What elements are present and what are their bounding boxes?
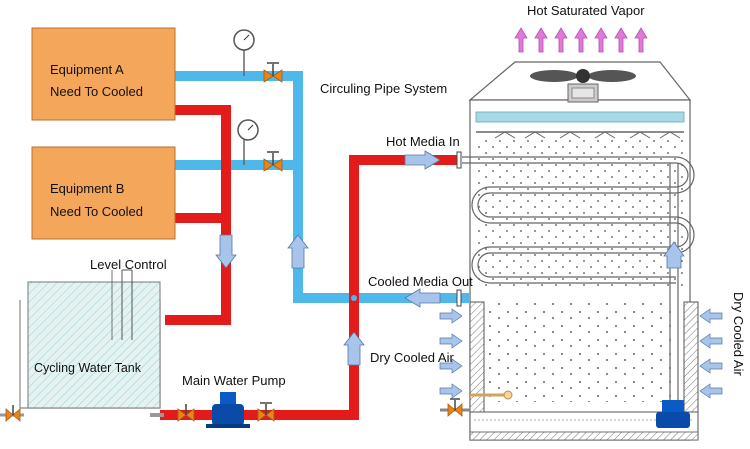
- pressure-gauge-icon: [233, 29, 259, 165]
- spray-nozzles: [476, 131, 684, 139]
- circuling-pipe-label: Circuling Pipe System: [320, 81, 448, 96]
- hot-media-in-label: Hot Media In: [386, 134, 460, 149]
- pipe-flow-arrows: [215, 150, 441, 366]
- basin-valve-icon: [440, 398, 470, 417]
- equipment-b-subtitle: Need To Cooled: [50, 204, 143, 219]
- fan-icon: [530, 69, 636, 103]
- dry-cooled-air-left-label: Dry Cooled Air: [370, 350, 454, 365]
- equipment-a-box: [31, 27, 176, 121]
- equipment-a-subtitle: Need To Cooled: [50, 84, 143, 99]
- equipment-a-title: Equipment A: [50, 62, 124, 77]
- equipment-b-title: Equipment B: [50, 181, 125, 196]
- main-pump-icon: [177, 392, 275, 428]
- water-tank-label: Cycling Water Tank: [34, 361, 141, 375]
- riser-flow-arrow: [663, 241, 685, 269]
- fill-zone: [486, 302, 676, 402]
- drift-eliminator: [475, 111, 685, 123]
- air-inlet-arrows-right: [699, 308, 723, 399]
- cooled-media-out-label: Cooled Media Out: [368, 274, 473, 289]
- hot-vapor-label: Hot Saturated Vapor: [527, 3, 645, 18]
- dry-cooled-air-right-label: Dry Cooled Air: [731, 292, 746, 376]
- level-control-label: Level Control: [90, 257, 167, 272]
- tower-pump-icon: [656, 400, 690, 428]
- spray-zone: [476, 140, 684, 290]
- heat-exchange-coil: [462, 156, 695, 400]
- equipment-b-box: [31, 146, 176, 240]
- tank-drain-valve-icon: [5, 405, 21, 422]
- main-pump-label: Main Water Pump: [182, 373, 286, 388]
- cooling-tower: [468, 61, 699, 441]
- vapor-arrows-icon: [514, 27, 648, 53]
- right-louver: [683, 301, 699, 413]
- valve-icon: [263, 62, 283, 172]
- air-inlet-arrows-left: [439, 308, 463, 399]
- water-tank: [19, 269, 161, 409]
